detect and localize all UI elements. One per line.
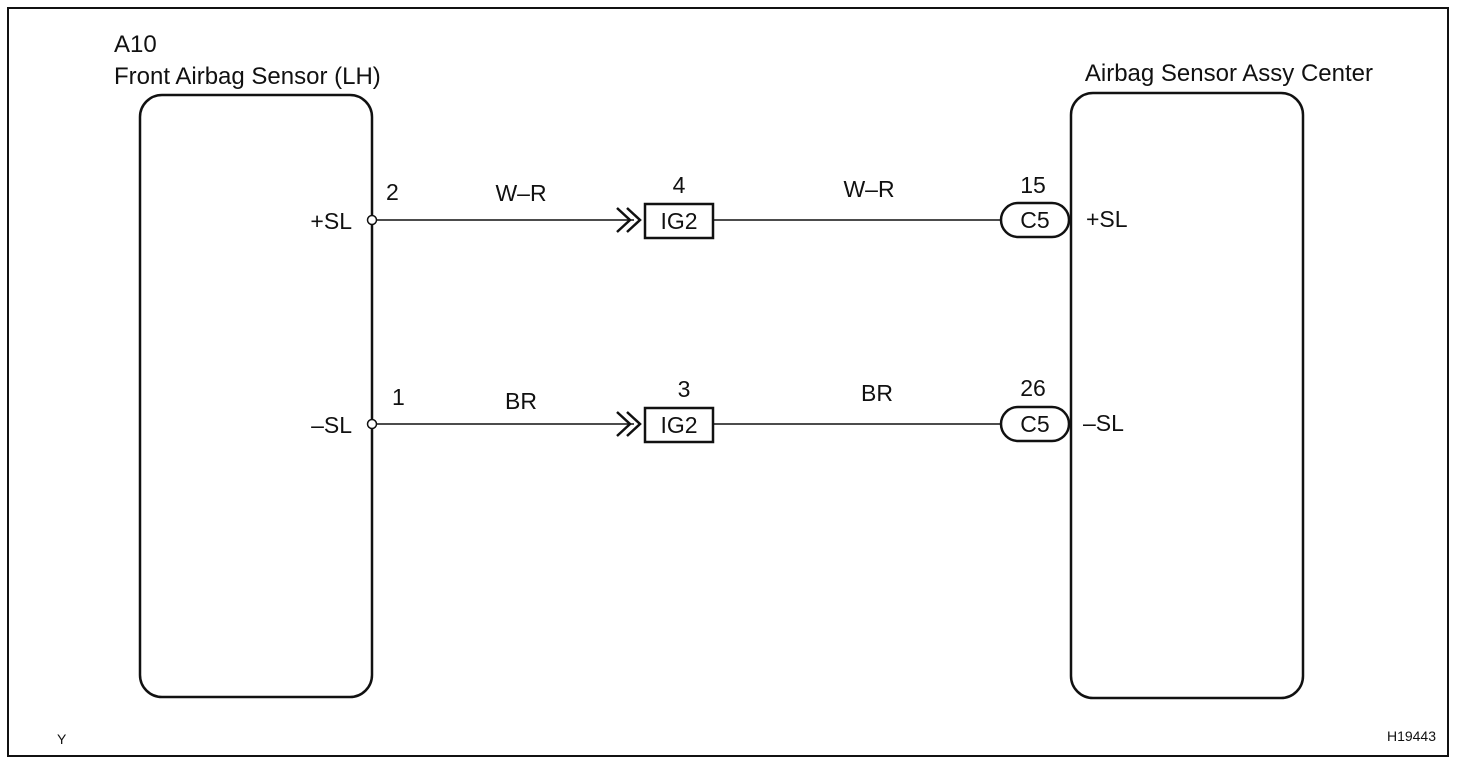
right-component-name: Airbag Sensor Assy Center — [1085, 60, 1373, 87]
right-pin-plus-label: +SL — [1086, 206, 1128, 232]
right-pin-minus-connector — [999, 405, 1071, 443]
left-pin-minus-terminal — [366, 418, 378, 430]
left-pin-plus-number: 2 — [386, 179, 399, 205]
wire-bottom-junction-box — [643, 406, 715, 444]
right-pin-plus-number: 15 — [1020, 172, 1046, 198]
left-pin-plus-terminal — [366, 214, 378, 226]
wire-bottom-chevron-inner — [626, 411, 642, 437]
right-pin-plus-connector-label: C5 — [1020, 207, 1049, 233]
wire-top-junction-label: IG2 — [660, 208, 697, 234]
right-pin-minus-label: –SL — [1083, 410, 1124, 436]
wire-top-chevron-inner — [626, 207, 642, 233]
wire-top-junction-pin: 4 — [673, 172, 686, 198]
diagram-frame — [7, 7, 1449, 757]
right-pin-plus-connector — [999, 201, 1071, 239]
wire-top-junction-box — [643, 202, 715, 240]
wire-bottom-junction-label: IG2 — [660, 412, 697, 438]
left-pin-minus-label: –SL — [311, 412, 352, 438]
right-component-body — [1069, 91, 1305, 700]
left-component-code: A10 — [114, 31, 157, 58]
right-pin-minus-connector-label: C5 — [1020, 411, 1049, 437]
figure-id: H19443 — [1387, 728, 1436, 744]
wire-bottom-color-left: BR — [505, 388, 537, 414]
left-component-body — [138, 93, 374, 699]
wire-top-chevron-outer — [616, 207, 632, 233]
left-pin-minus-number: 1 — [392, 384, 405, 410]
wire-bottom-junction-pin: 3 — [678, 376, 691, 402]
right-pin-minus-number: 26 — [1020, 375, 1046, 401]
wire-bottom-color-right: BR — [861, 380, 893, 406]
wire-top-color-right: W–R — [843, 176, 894, 202]
wire-top-color-left: W–R — [495, 180, 546, 206]
left-component-name: Front Airbag Sensor (LH) — [114, 63, 381, 90]
wire-bottom-chevron-outer — [616, 411, 632, 437]
left-pin-plus-label: +SL — [310, 208, 352, 234]
footer-left-mark: Y — [57, 731, 67, 747]
